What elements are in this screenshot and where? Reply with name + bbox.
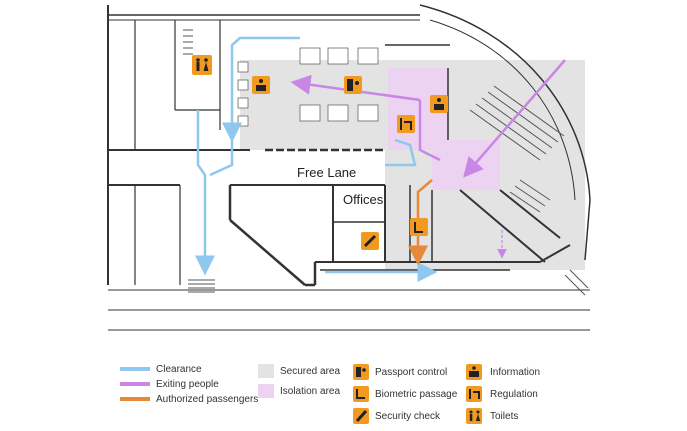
regulation-icon	[397, 115, 415, 133]
passport-control-icon	[344, 76, 362, 94]
biometric-passage-icon	[353, 386, 369, 402]
biometric-passage-icon	[410, 218, 428, 236]
stairs	[183, 29, 589, 296]
clearance-route	[195, 36, 438, 282]
security-check-icon	[361, 232, 379, 250]
legend-label-secured: Secured area	[280, 366, 340, 377]
exiting-route	[290, 59, 566, 259]
free-lane-label: Free Lane	[297, 165, 356, 180]
legend-label-security: Security check	[375, 411, 441, 422]
legend-swatch-exiting	[120, 382, 150, 386]
legend-label-toilets: Toilets	[490, 411, 518, 422]
toilets-icon	[192, 55, 212, 75]
legend-label-biometric: Biometric passage	[375, 389, 458, 400]
legend: Clearance Exiting people Authorized pass…	[120, 364, 540, 424]
control-booths	[237, 47, 379, 127]
information-icon	[466, 364, 482, 380]
passport-control-icon	[353, 364, 369, 380]
legend-label-information: Information	[490, 367, 540, 378]
security-check-icon	[353, 408, 369, 424]
toilets-icon	[466, 408, 482, 424]
legend-label-regulation: Regulation	[490, 389, 538, 400]
offices-label: Offices	[343, 192, 384, 207]
legend-swatch-authorized	[120, 397, 150, 401]
regulation-icon	[466, 386, 482, 402]
legend-swatch-secured	[258, 364, 274, 378]
legend-label-clearance: Clearance	[156, 364, 202, 375]
information-icon-2	[430, 95, 448, 113]
legend-swatch-clearance	[120, 367, 150, 371]
legend-label-authorized: Authorized passengers	[156, 394, 258, 405]
information-icon	[252, 76, 270, 94]
legend-swatch-isolation	[258, 384, 274, 398]
legend-label-exiting: Exiting people	[156, 379, 219, 390]
legend-label-passport: Passport control	[375, 367, 447, 378]
legend-label-isolation: Isolation area	[280, 386, 340, 397]
